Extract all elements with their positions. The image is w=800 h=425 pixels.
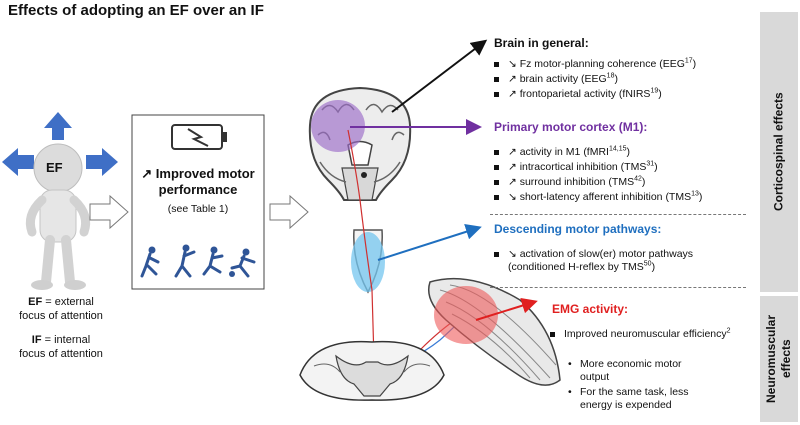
neuromuscular-label: Neuromuscular effects: [760, 296, 798, 422]
list-item: ↘ activation of slow(er) motor pathways(…: [492, 248, 693, 274]
hollow-arrow-2-icon: [269, 194, 309, 230]
legend-ef-desc: focus of attention: [19, 310, 103, 322]
ef-head-label: EF: [46, 160, 63, 175]
corticospinal-label: Corticospinal effects: [760, 12, 798, 292]
m1-list: ↗ activity in M1 (fMRI14,15) ↗ intracort…: [492, 146, 702, 206]
arrow-left-icon: [2, 148, 34, 176]
descending-list: ↘ activation of slow(er) motor pathways(…: [492, 248, 693, 276]
arrow-descending-pathways: [377, 224, 482, 261]
emg-header: EMG activity:: [552, 302, 629, 316]
emg-sublist: More economic motor output For the same …: [564, 358, 706, 412]
list-item: ↗ brain activity (EEG18): [492, 73, 696, 86]
emg-highlight: [434, 286, 498, 344]
arrow-up-icon: [44, 112, 72, 140]
person-figure: [25, 143, 91, 290]
list-item: ↗ frontoparietal activity (fNIRS19): [492, 88, 696, 101]
direction-arrows: [2, 112, 118, 176]
brain-general-header: Brain in general:: [494, 36, 589, 50]
list-item: For the same task, less energy is expend…: [564, 386, 706, 412]
list-item: ↘ Fz motor-planning coherence (EEG17): [492, 58, 696, 71]
legend-if-desc: focus of attention: [19, 348, 103, 360]
list-item: ↗ intracortical inhibition (TMS31): [492, 161, 702, 174]
performance-table-ref: (see Table 1): [167, 203, 229, 215]
list-item: ↗ activity in M1 (fMRI14,15): [492, 146, 702, 159]
athlete-silhouettes: [140, 244, 256, 278]
performance-line1: ↗ Improved motor: [141, 166, 255, 181]
list-item: Improved neuromuscular efficiency2: [548, 328, 754, 341]
arrow-brain-general: [391, 39, 488, 113]
emg-list: Improved neuromuscular efficiency2: [548, 328, 754, 343]
divider: [490, 287, 746, 288]
list-item: ↗ surround inhibition (TMS42): [492, 176, 702, 189]
legend: EF = external focus of attention IF = in…: [4, 295, 118, 361]
spinal-cord-icon: [299, 340, 445, 401]
legend-ef: EF = external: [28, 296, 94, 308]
performance-line2: performance: [158, 182, 238, 197]
performance-text: ↗ Improved motor performance: [134, 166, 262, 198]
list-item: More economic motor output: [564, 358, 706, 384]
divider: [490, 214, 746, 215]
arrow-emg: [475, 297, 538, 321]
figure-title: Effects of adopting an EF over an IF: [8, 2, 264, 19]
list-item: ↘ short-latency afferent inhibition (TMS…: [492, 191, 702, 204]
legend-if: IF = internal: [31, 334, 91, 346]
battery-icon: [171, 124, 227, 150]
motor-pathway-line: [347, 129, 459, 369]
m1-header: Primary motor cortex (M1):: [494, 120, 648, 134]
descending-header: Descending motor pathways:: [494, 222, 662, 236]
hollow-arrow-1-icon: [89, 194, 129, 230]
arrow-right-icon: [86, 148, 118, 176]
m1-highlight: [311, 100, 365, 152]
brain-general-list: ↘ Fz motor-planning coherence (EEG17) ↗ …: [492, 58, 696, 103]
